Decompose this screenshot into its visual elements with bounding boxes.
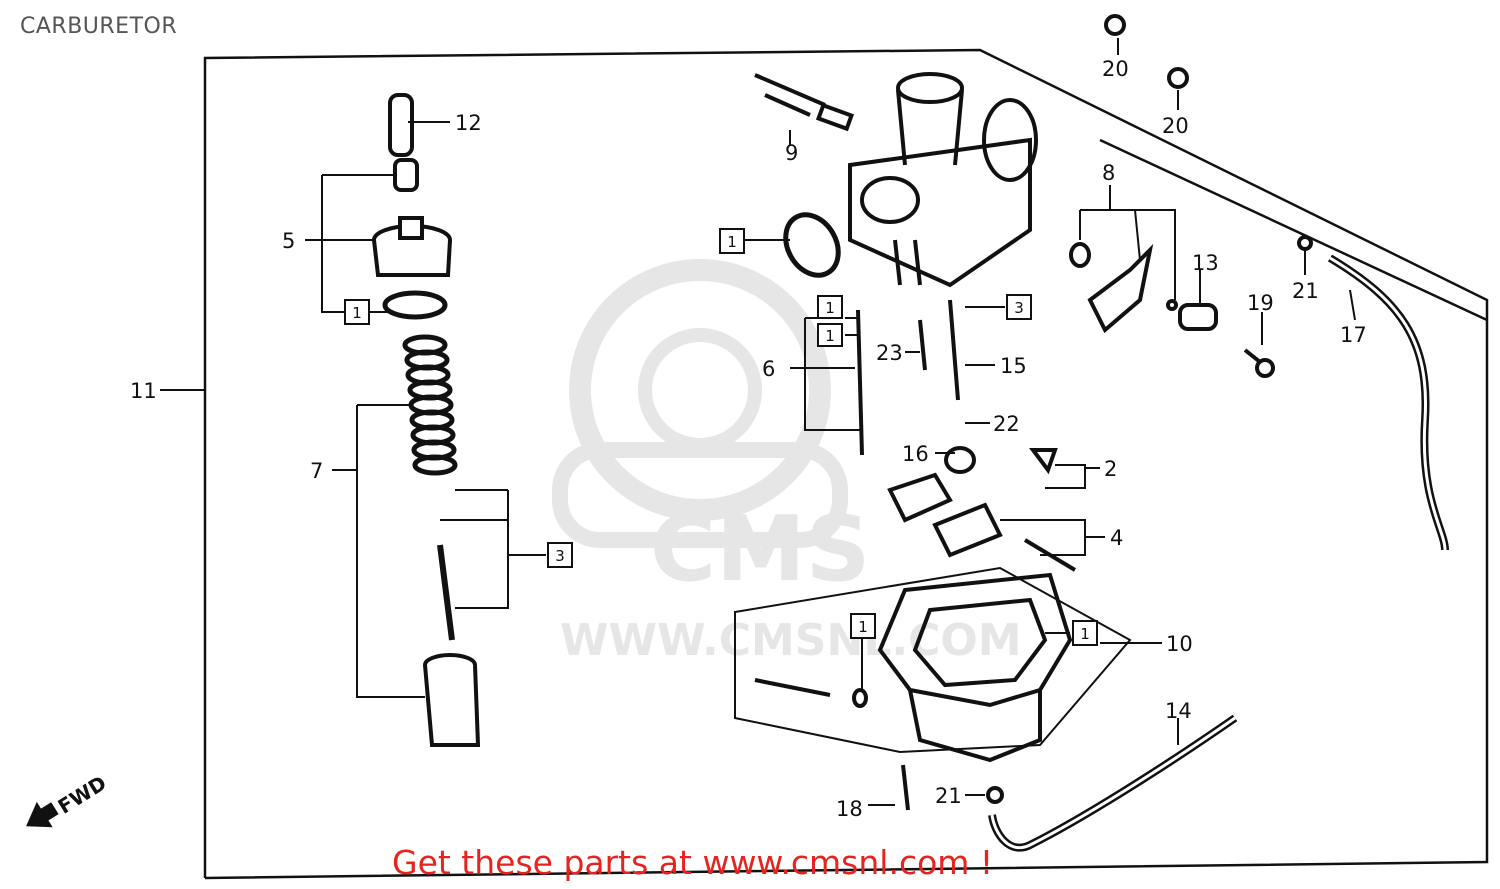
o-ring-small [852,688,868,708]
part-label-10: 10 [1166,632,1193,656]
diagram-frame [203,48,1489,880]
float-valve [1029,448,1058,475]
watermark-logo: CMS [650,497,870,602]
part-label-4: 4 [1110,526,1123,550]
kit-box-3b [547,542,573,568]
kit-box-1f [1072,620,1098,646]
screw-18 [901,764,910,811]
cable-adjuster [388,93,419,192]
part-label-15: 15 [1000,354,1027,378]
part-label-9: 9 [785,141,798,165]
part-label-22: 22 [993,412,1020,436]
watermark-url: WWW.CMSNL.COM [560,615,1022,666]
nut-20b [1167,67,1189,89]
footer-link[interactable]: Get these parts at www.cmsnl.com ! [392,843,994,882]
o-ring [783,212,841,278]
page-title: CARBURETOR [20,14,178,39]
throttle-stop-screw [754,73,855,132]
fwd-label: FWD [54,771,111,819]
cap-gasket [382,290,448,320]
clip-21b [986,786,1004,804]
throttle-spring [402,334,458,476]
part-label-14: 14 [1165,699,1192,723]
kit-boxes [344,228,1098,646]
part-label-17: 17 [1340,323,1367,347]
needle-jet-holder [948,299,960,401]
kit-label: 1 [825,299,835,317]
part-label-5: 5 [282,229,295,253]
choke-lever [1069,242,1178,334]
part-label-12: 12 [455,111,482,135]
kit-label: 1 [858,618,868,636]
kit-label: 1 [825,327,835,345]
part-label-2: 2 [1104,457,1117,481]
drain-tube [988,714,1238,852]
carburetor-top-cap [372,216,452,277]
carburetor-body [848,72,1038,288]
kit-label: 3 [1014,299,1024,317]
kit-label: 1 [1080,625,1090,643]
drain-screw [754,678,831,697]
small-parts [754,14,1313,811]
kit-label: 1 [352,304,362,322]
jet-needle [437,544,455,641]
float-valve-seat [944,446,976,474]
part-label-6: 6 [762,357,775,381]
pilot-screw [856,309,864,456]
part-label-21a: 21 [1292,279,1319,303]
clip-21a [1297,235,1313,251]
kit-box-1d [817,323,843,347]
starter-jet [918,319,927,371]
float [887,472,1003,558]
choke-bushing [1178,303,1218,331]
fwd-arrow-icon: FWD [26,771,111,828]
kit-label: 1 [727,233,737,251]
cms-watermark: CMS WWW.CMSNL.COM [552,259,1022,666]
part-label-13: 13 [1192,251,1219,275]
part-label-7: 7 [310,459,323,483]
part-label-11: 11 [130,379,157,403]
part-label-21b: 21 [935,784,962,808]
part-label-19: 19 [1247,291,1274,315]
kit-box-1c [817,295,843,319]
throttle-slide [423,653,481,747]
kit-box-1a [344,299,370,325]
kit-box-1b [719,228,745,254]
nut-20a [1104,14,1126,36]
part-label-16: 16 [902,442,929,466]
kit-box-3a [1006,294,1032,320]
part-label-18: 18 [836,797,863,821]
kit-box-1e [850,613,876,639]
part-label-20a: 20 [1102,57,1129,81]
leader-lines [160,38,1356,806]
float-bowl [877,572,1073,763]
kit-label: 3 [555,547,565,565]
part-label-8: 8 [1102,161,1115,185]
part-label-20b: 20 [1162,114,1189,138]
float-bowl-group-box [734,566,1132,754]
part-label-23: 23 [876,341,903,365]
